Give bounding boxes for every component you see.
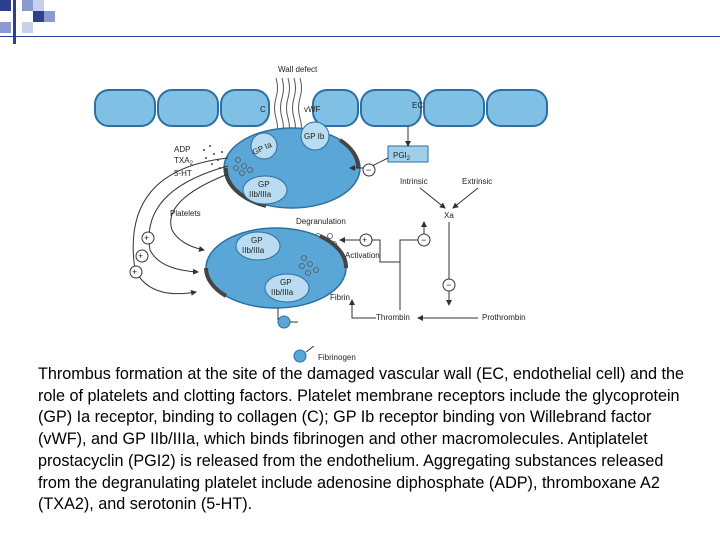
endothelial-cell [94, 89, 156, 127]
degranulation-label: Degranulation [296, 217, 346, 226]
gp-iibiiia-label: IIb/IIIa [249, 190, 272, 199]
platelet-shadow [338, 138, 360, 169]
platelet-granules [299, 255, 319, 276]
checker-square [0, 0, 11, 11]
extrinsic-label: Extrinsic [462, 177, 492, 186]
endothelial-cell [312, 89, 359, 127]
slide-header-decoration [0, 0, 720, 44]
plus-sign [135, 249, 149, 263]
checker-square [33, 11, 44, 22]
gp-iibiiia-label: IIb/IIIa [242, 246, 265, 255]
minus-symbol: − [366, 165, 371, 175]
endothelial-cell [486, 89, 548, 127]
endothelial-cell [220, 89, 270, 127]
minus-symbol: − [446, 280, 451, 290]
xa-label: Xa [444, 211, 454, 220]
fibrinogen-label: Fibrinogen [318, 353, 356, 362]
plus-sign [141, 231, 155, 245]
gp-iibiiia-label: GP [251, 236, 263, 245]
checker-square [0, 22, 11, 33]
gp-iibiiia-label: GP [258, 180, 270, 189]
gp-ib-receptor [300, 121, 330, 151]
gp-iibiiia-label: GP [280, 278, 292, 287]
plus-symbol: + [138, 251, 143, 261]
plus-symbol: + [362, 235, 367, 245]
fibrinogen-molecule [293, 345, 315, 363]
header-vertical-bar [13, 0, 16, 44]
intrinsic-label: Intrinsic [400, 177, 428, 186]
ec-label: EC [412, 101, 423, 110]
fibrin-label: Fibrin [330, 293, 350, 302]
header-rule [0, 36, 720, 37]
gp-iibiiia-receptor [242, 175, 288, 205]
vwf-label: vWF [304, 105, 321, 114]
endothelial-cell [423, 89, 485, 127]
checker-square [22, 0, 33, 11]
minus-symbol: − [421, 235, 426, 245]
platelet-shadow [204, 267, 228, 298]
prothrombin-label: Prothrombin [482, 313, 526, 322]
minus-sign [442, 278, 456, 292]
plus-sign [129, 265, 143, 279]
gp-ib-label: GP Ib [304, 132, 325, 141]
caption-text: Thrombus formation at the site of the da… [38, 365, 685, 514]
pgi2-label: PGI2 [393, 151, 411, 162]
minus-sign [417, 233, 431, 247]
activation-label: Activation [345, 251, 380, 260]
gp-iibiiia-receptor [264, 273, 310, 303]
secreted-particles [203, 145, 223, 169]
txa2-label: TXA2 [174, 156, 194, 167]
checker-square [44, 11, 55, 22]
serotonin-label: 5-HT [174, 169, 192, 178]
thrombin-label: Thrombin [376, 313, 410, 322]
checker-square [22, 22, 33, 33]
plus-sign [359, 233, 373, 247]
extrinsic-arrow [452, 187, 479, 209]
platelet-granules [233, 157, 253, 176]
gp-ia-receptor [250, 132, 278, 160]
plus-symbol: + [132, 267, 137, 277]
intrinsic-arrow [419, 187, 446, 209]
checker-square [33, 0, 44, 11]
fibrinogen-molecule [277, 308, 298, 329]
platelet-shadow [319, 234, 348, 269]
thrombus-formation-diagram: Wall defect C vWF EC GP Ia GP Ib GP IIb/… [94, 65, 548, 363]
endothelial-cell [157, 89, 219, 127]
gp-iibiiia-label: IIb/IIIa [271, 288, 294, 297]
minus-sign [362, 163, 376, 177]
plus-symbol: + [144, 233, 149, 243]
endothelial-cell [360, 89, 422, 127]
gp-iibiiia-receptor [235, 231, 281, 261]
endothelial-cell-layer [94, 89, 548, 127]
platelets-label: Platelets [170, 209, 201, 218]
adp-label: ADP [174, 145, 190, 154]
diagram-caption: Thrombus formation at the site of the da… [38, 364, 688, 516]
thrombin-feedback-arrow [399, 221, 427, 310]
wall-defect-label: Wall defect [278, 65, 318, 74]
thrombin-to-fibrin-arrow [349, 299, 376, 319]
collagen-label: C [260, 105, 266, 114]
